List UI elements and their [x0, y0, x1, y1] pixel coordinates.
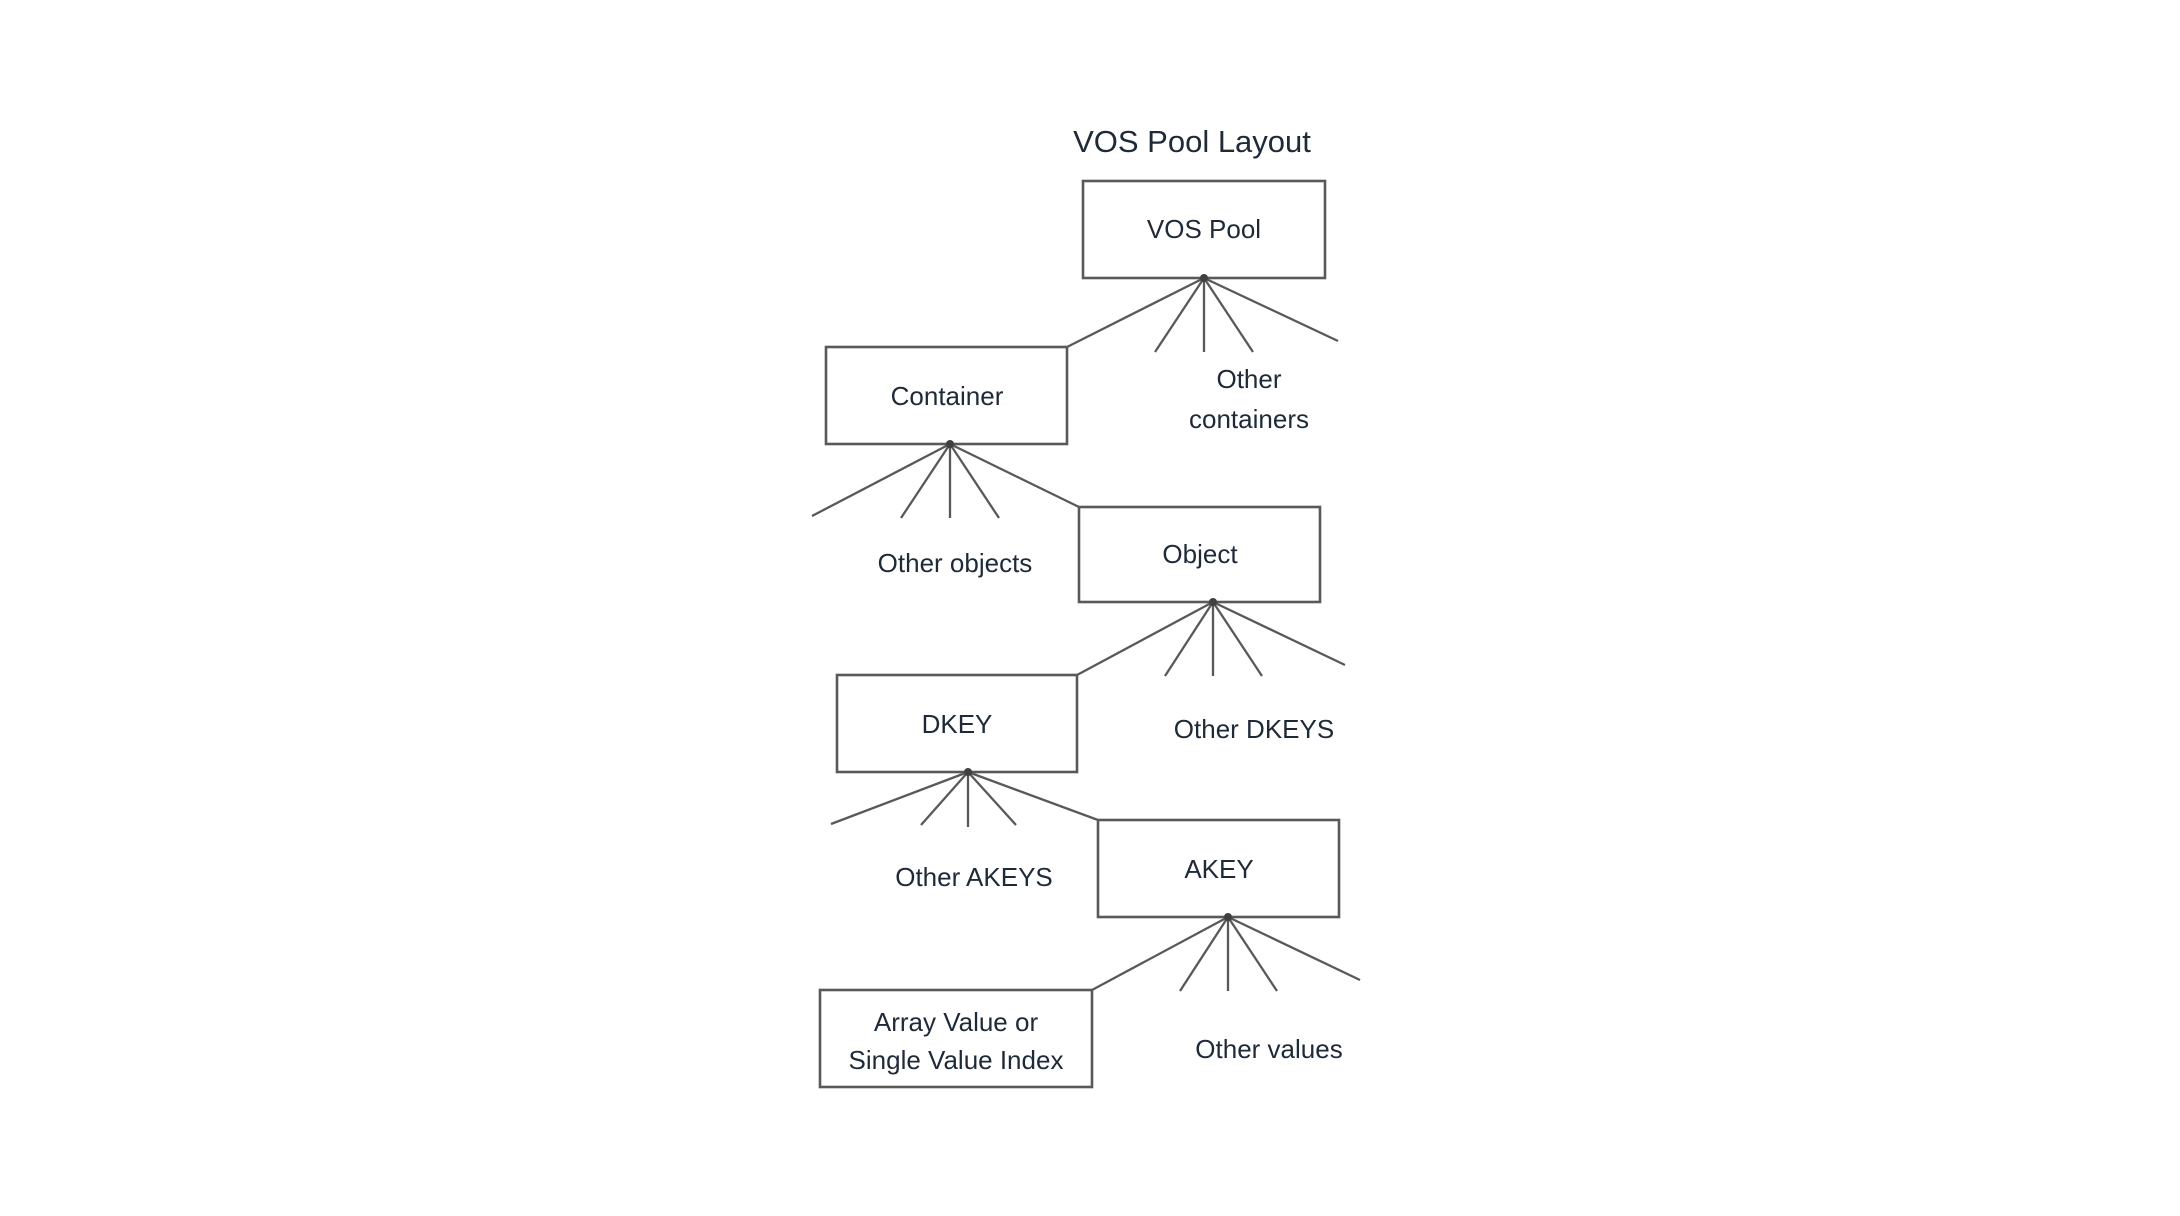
node-object[interactable]: Object	[1077, 505, 1322, 604]
edge-akey-to-value	[1091, 915, 1229, 992]
edges-container-children	[811, 440, 1080, 519]
edge-object-other-4	[1212, 600, 1346, 667]
edge-dkey-other-1	[830, 770, 969, 826]
edge-container-other-1	[811, 442, 951, 518]
node-akey-label: AKEY	[1184, 854, 1253, 884]
fan-dot-akey	[1224, 913, 1232, 921]
edges-dkey-children	[830, 768, 1099, 827]
annotation-other-containers-line2: containers	[1189, 404, 1309, 434]
edge-object-other-1	[1164, 601, 1214, 677]
edge-container-to-object	[949, 442, 1080, 509]
edge-dkey-to-akey	[967, 770, 1099, 822]
edge-vos-pool-other-3	[1203, 277, 1254, 353]
edge-dkey-other-4	[967, 771, 1017, 826]
edges-akey-children	[1091, 913, 1361, 992]
node-akey-box	[1096, 818, 1341, 919]
node-value[interactable]: Array Value or Single Value Index	[818, 988, 1094, 1089]
edges-object-children	[1076, 598, 1346, 677]
annotation-other-dkeys: Other DKEYS	[1174, 714, 1334, 744]
node-akey[interactable]: AKEY	[1096, 818, 1341, 919]
edge-akey-other-3	[1227, 916, 1278, 992]
fan-dot-vos-pool	[1200, 274, 1208, 282]
edge-container-other-2	[900, 443, 951, 519]
node-value-box	[818, 988, 1094, 1089]
edge-akey-other-1	[1179, 916, 1229, 992]
annotation-other-containers-line1: Other	[1216, 364, 1281, 394]
edge-vos-pool-to-container	[1066, 276, 1205, 349]
edge-akey-other-4	[1227, 915, 1361, 982]
fan-dot-dkey	[964, 768, 972, 776]
annotation-other-akeys: Other AKEYS	[895, 862, 1053, 892]
node-dkey-box	[835, 673, 1079, 774]
node-vos-pool-box	[1081, 179, 1327, 280]
fan-dot-container	[946, 440, 954, 448]
node-vos-pool-label: VOS Pool	[1147, 214, 1261, 244]
edge-object-other-3	[1212, 601, 1263, 677]
node-container[interactable]: Container	[824, 345, 1069, 446]
annotation-other-values: Other values	[1195, 1034, 1342, 1064]
edge-container-other-4	[949, 443, 1000, 519]
diagram-title: VOS Pool Layout	[1073, 124, 1311, 159]
edge-object-to-dkey	[1076, 600, 1214, 677]
edge-vos-pool-other-1	[1154, 277, 1205, 353]
annotation-other-objects: Other objects	[878, 548, 1033, 578]
edges-vos-pool-children	[1066, 274, 1339, 353]
node-container-label: Container	[891, 381, 1004, 411]
node-value-label-line2: Single Value Index	[849, 1045, 1064, 1075]
node-object-label: Object	[1162, 539, 1238, 569]
edge-vos-pool-other-4	[1203, 276, 1339, 343]
fan-dot-object	[1209, 598, 1217, 606]
node-dkey[interactable]: DKEY	[835, 673, 1079, 774]
node-vos-pool[interactable]: VOS Pool	[1081, 179, 1327, 280]
node-value-label-line1: Array Value or	[874, 1007, 1039, 1037]
edge-dkey-other-2	[920, 771, 969, 826]
node-object-box	[1077, 505, 1322, 604]
node-dkey-label: DKEY	[922, 709, 993, 739]
